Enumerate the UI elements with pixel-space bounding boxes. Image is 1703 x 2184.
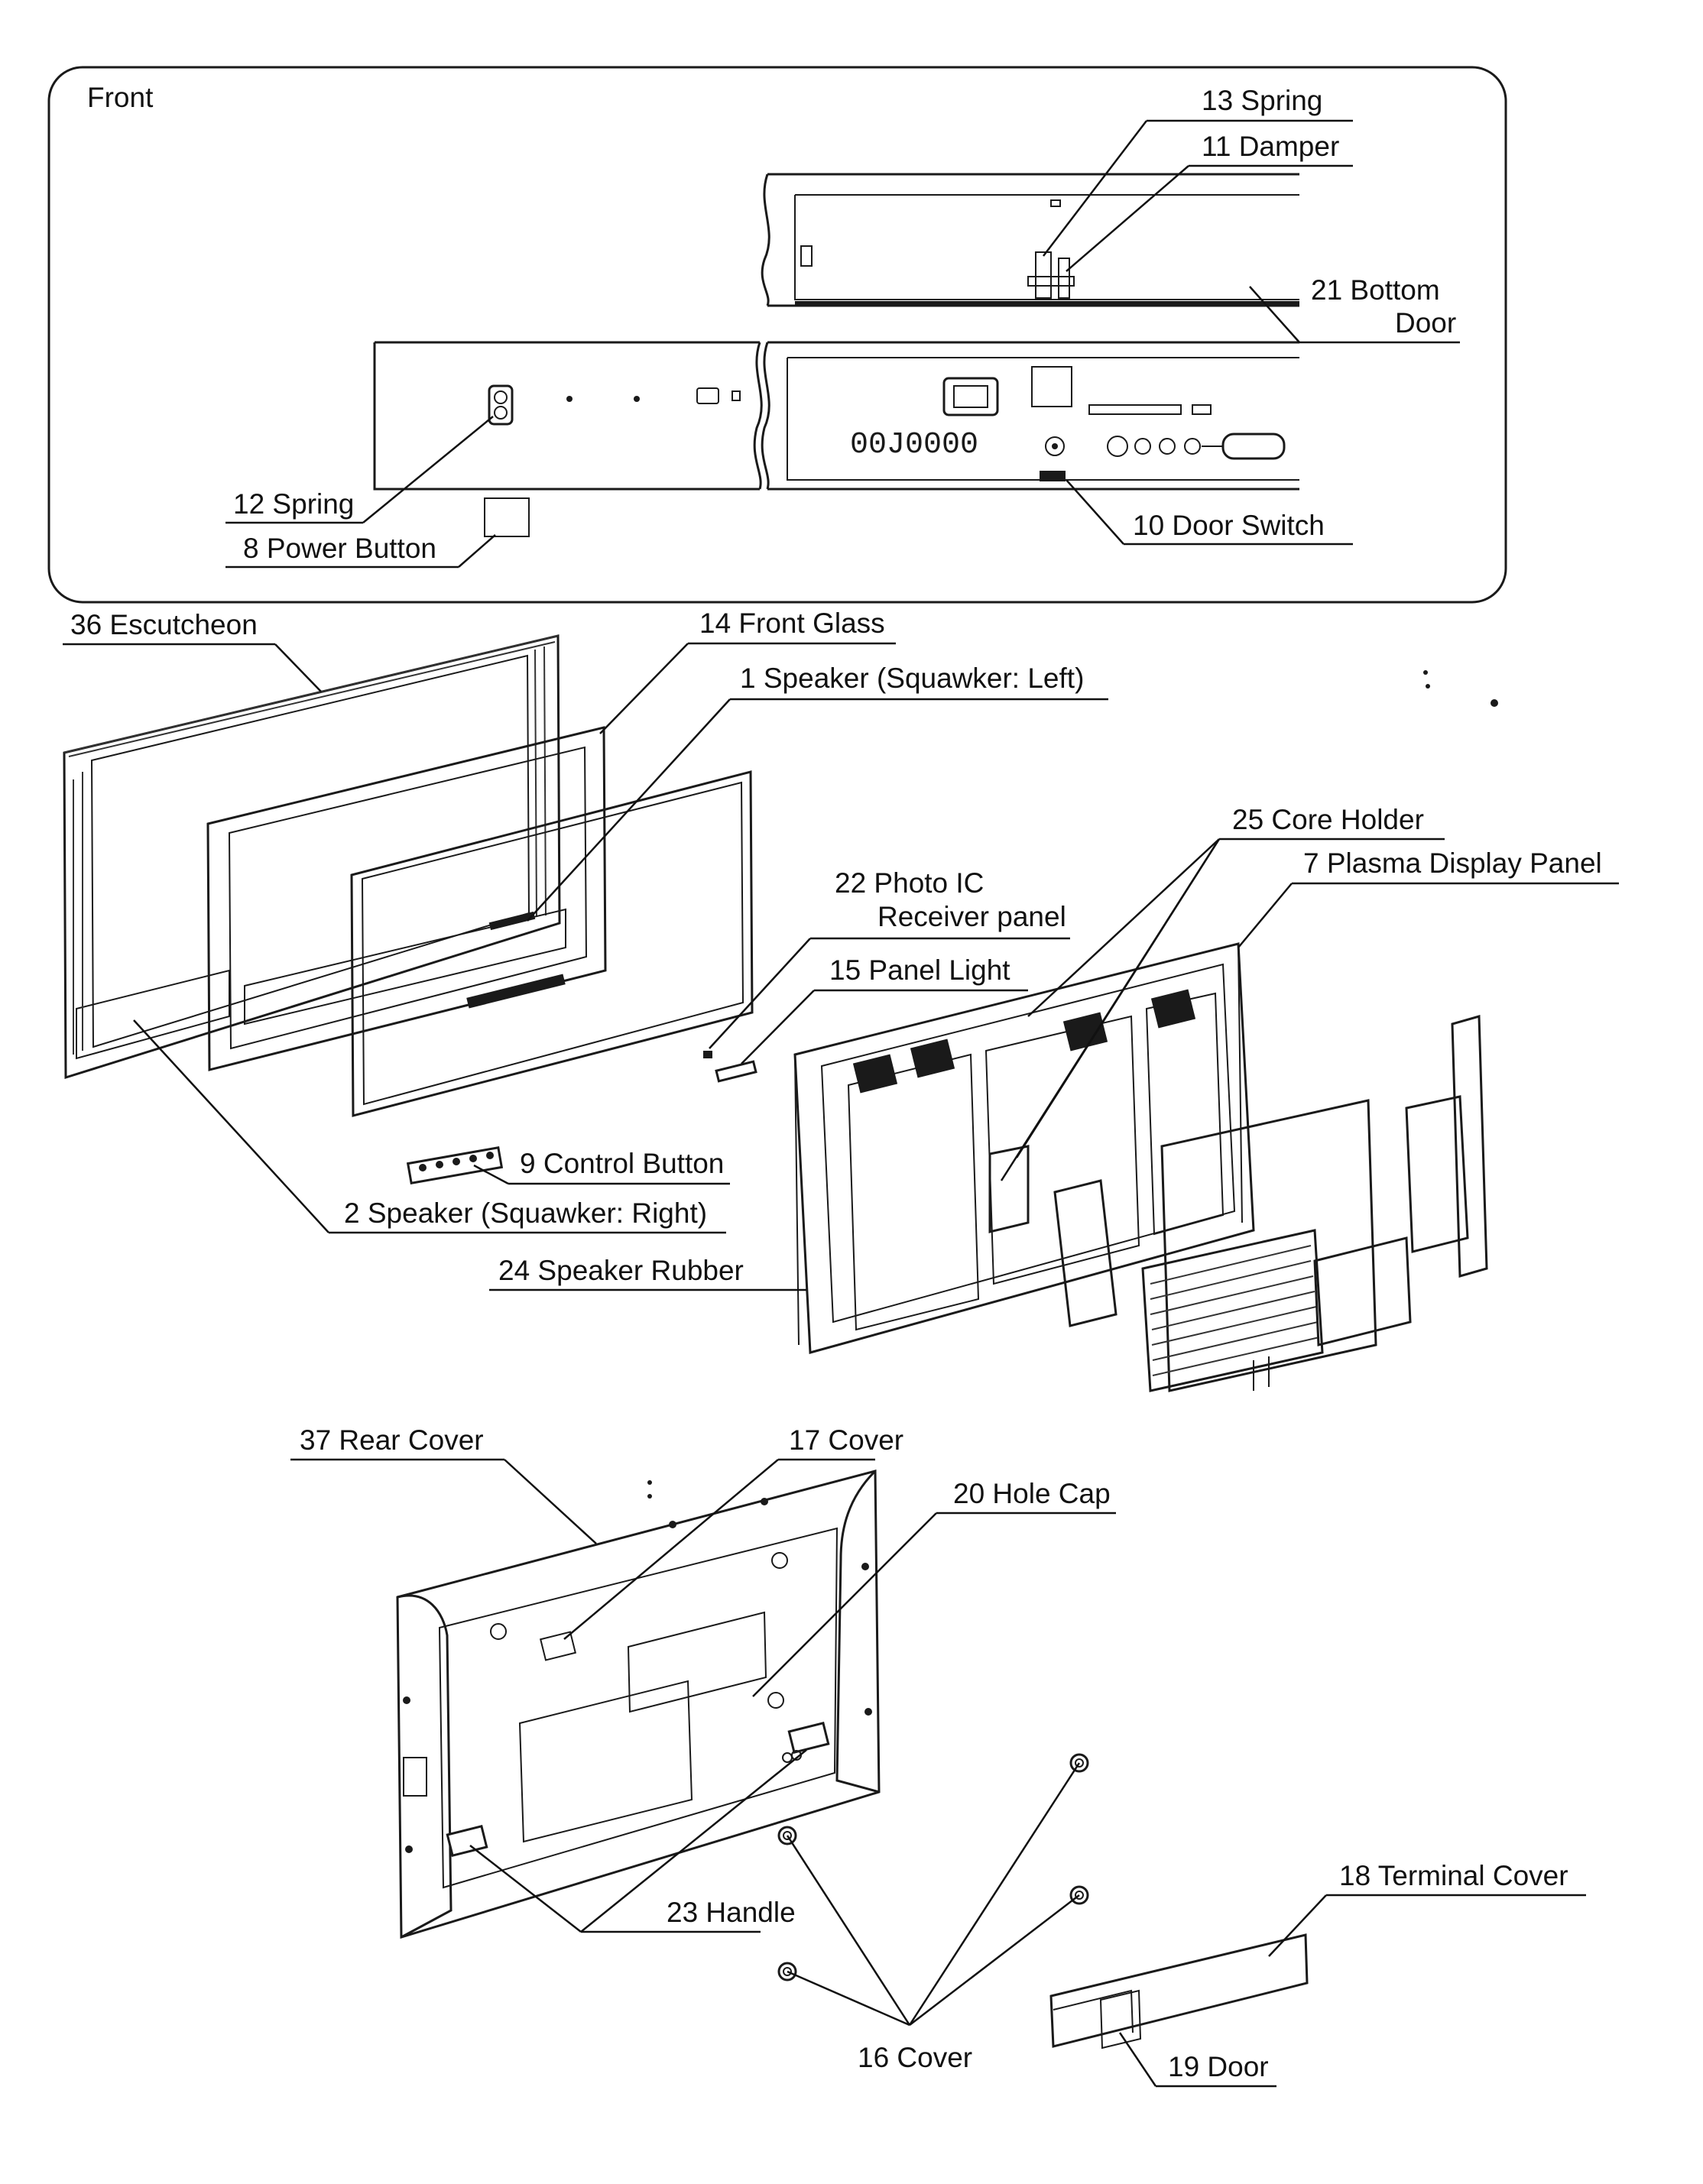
front-glass-drawing [206,726,607,1071]
terminal-side-drawing: 00J0000 [761,341,1299,491]
label-21-bottom-door-line2: Door [1395,307,1456,339]
label-19-door: 19 Door [1168,2051,1269,2082]
front-assembly: 36 Escutcheon 14 Front Glass 1 Speaker (… [63,608,1108,1234]
control-button-drawing [406,1146,504,1184]
label-22-photo-ic-line1: 22 Photo IC [835,867,984,899]
label-20-hole-cap: 20 Hole Cap [953,1478,1111,1509]
cover-16-parts [777,1753,1089,1981]
label-23-handle: 23 Handle [667,1897,796,1928]
label-9-control-button: 9 Control Button [520,1148,724,1179]
svg-text:00J0000: 00J0000 [850,428,978,462]
escutcheon-drawing [63,634,561,1080]
inset-title: Front [87,82,154,113]
plasma-chassis-drawing [793,942,1255,1354]
label-2-speaker-right: 2 Speaker (Squawker: Right) [344,1197,707,1229]
inset-frame [47,66,1507,604]
bottom-door-drawing [761,173,1299,307]
plasma-panel-assembly: 25 Core Holder 7 Plasma Display Panel 22… [489,804,1619,1392]
scan-specks [647,670,1498,1499]
label-16-cover: 16 Cover [858,2042,972,2073]
rear-assembly: 37 Rear Cover 17 Cover 20 Hole Cap 18 Te… [290,1424,1586,2088]
circuit-boards-drawing [1141,1015,1488,1392]
label-15-panel-light: 15 Panel Light [829,954,1010,986]
label-18-terminal-cover: 18 Terminal Cover [1339,1860,1568,1891]
panel-light-drawing [715,1060,757,1083]
front-inset: Front [47,66,1507,604]
label-8-power-button: 8 Power Button [243,533,436,564]
hatched-board [1150,1245,1320,1376]
power-side-drawing [373,341,763,537]
label-13-spring: 13 Spring [1202,85,1322,116]
indicator-row: 00J0000 [850,428,978,462]
photo-ic-drawing [703,1051,712,1058]
label-14-front-glass: 14 Front Glass [699,608,885,639]
rear-cover-drawing [396,1470,881,1939]
label-24-speaker-rubber: 24 Speaker Rubber [498,1255,744,1286]
label-1-speaker-left: 1 Speaker (Squawker: Left) [740,663,1084,694]
label-25-core-holder: 25 Core Holder [1232,804,1424,835]
label-7-plasma-display-panel: 7 Plasma Display Panel [1303,847,1602,879]
label-17-cover: 17 Cover [789,1424,903,1456]
label-37-rear-cover: 37 Rear Cover [300,1424,484,1456]
label-22-photo-ic-line2: Receiver panel [877,901,1066,932]
terminal-cover-drawing [1049,1933,1309,2050]
label-10-door-switch: 10 Door Switch [1133,510,1325,541]
label-11-damper: 11 Damper [1202,131,1339,162]
label-12-spring: 12 Spring [233,488,354,520]
label-21-bottom-door-line1: 21 Bottom [1311,274,1440,306]
speaker-frame-drawing [350,770,754,1117]
label-36-escutcheon: 36 Escutcheon [70,609,258,640]
